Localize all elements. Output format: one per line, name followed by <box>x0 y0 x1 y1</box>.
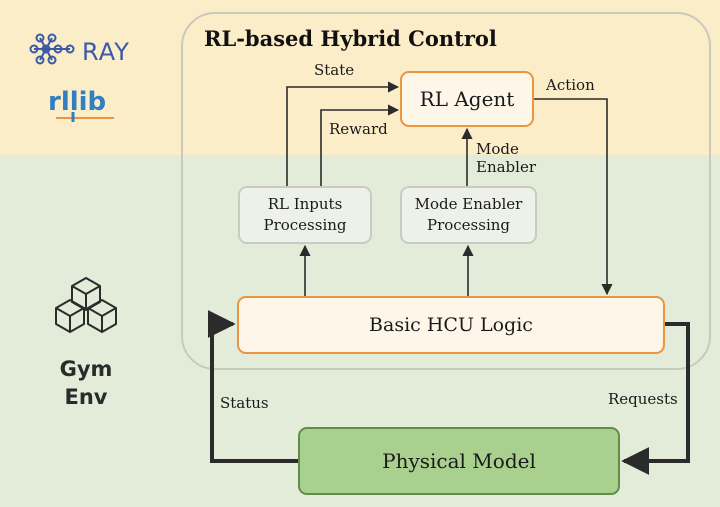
reward-edge-label: Reward <box>329 120 388 138</box>
state-edge-label: State <box>314 61 355 79</box>
mode-enabler-label-line1: Mode Enabler <box>414 195 523 213</box>
mode-enabler-processing-box: Mode Enabler Processing <box>400 186 537 244</box>
hcu-logic-box: Basic HCU Logic <box>237 296 665 354</box>
mode-enabler-edge-label-line2: Enabler <box>476 158 536 176</box>
action-edge-label: Action <box>546 76 595 94</box>
rl-inputs-label-line2: Processing <box>263 216 347 234</box>
hcu-logic-label: Basic HCU Logic <box>369 314 533 336</box>
physical-model-label: Physical Model <box>382 449 536 473</box>
mode-enabler-edge-label-line1: Mode <box>476 140 519 158</box>
status-edge-label: Status <box>220 394 269 412</box>
gym-env-label: Gym Env <box>36 355 136 411</box>
hybrid-control-container <box>181 12 711 370</box>
ray-logo-text: RAY <box>82 38 130 66</box>
physical-model-box: Physical Model <box>298 427 620 495</box>
rl-inputs-label-line1: RL Inputs <box>267 195 343 213</box>
rl-agent-label: RL Agent <box>419 87 515 111</box>
diagram-title: RL-based Hybrid Control <box>204 26 497 51</box>
mode-enabler-label-line2: Processing <box>426 216 511 234</box>
requests-edge-label: Requests <box>608 390 678 408</box>
rl-inputs-processing-box: RL Inputs Processing <box>238 186 372 244</box>
gym-env-line1: Gym <box>59 357 113 381</box>
gym-env-line2: Env <box>64 385 108 409</box>
rl-agent-box: RL Agent <box>400 71 534 127</box>
